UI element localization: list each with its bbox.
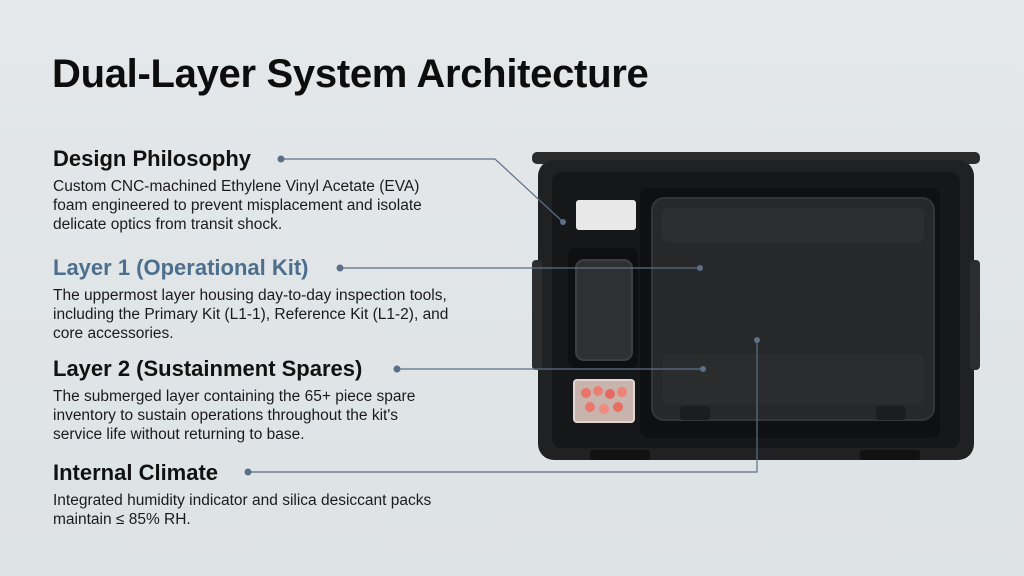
- inner-case-lid-ridge: [662, 208, 924, 242]
- section-body: Custom CNC-machined Ethylene Vinyl Aceta…: [53, 178, 422, 233]
- spare-part: [581, 388, 591, 398]
- section-body: Integrated humidity indicator and silica…: [53, 492, 432, 528]
- section-heading: Layer 1 (Operational Kit): [53, 255, 309, 280]
- spare-part: [613, 402, 623, 412]
- spares-box: [573, 379, 635, 423]
- case-handle-right: [970, 260, 980, 370]
- humidity-card: [576, 200, 636, 230]
- section-body: The submerged layer containing the 65+ p…: [53, 388, 416, 443]
- page-title: Dual-Layer System Architecture: [52, 52, 649, 96]
- spare-part: [605, 389, 615, 399]
- spare-part: [599, 404, 609, 414]
- section-heading: Layer 2 (Sustainment Spares): [53, 356, 363, 381]
- spare-part: [585, 402, 595, 412]
- section-internal-climate: Internal Climate Integrated humidity ind…: [53, 460, 503, 529]
- hard-case-image: [532, 152, 980, 460]
- inner-case-base: [662, 354, 924, 404]
- inner-case-latch: [876, 406, 906, 420]
- section-body: The uppermost layer housing day-to-day i…: [53, 287, 449, 342]
- case-foot: [590, 450, 650, 460]
- spare-part: [617, 387, 627, 397]
- section-heading: Design Philosophy: [53, 146, 252, 171]
- section-design-philosophy: Design Philosophy Custom CNC-machined Et…: [53, 146, 503, 234]
- case-handle-left: [532, 260, 542, 370]
- section-heading: Internal Climate: [53, 460, 219, 485]
- inner-case-latch: [680, 406, 710, 420]
- section-layer-2: Layer 2 (Sustainment Spares) The submerg…: [53, 356, 503, 444]
- spare-part: [593, 386, 603, 396]
- case-foot: [860, 450, 920, 460]
- small-case: [575, 259, 633, 361]
- section-layer-1: Layer 1 (Operational Kit) The uppermost …: [53, 255, 503, 343]
